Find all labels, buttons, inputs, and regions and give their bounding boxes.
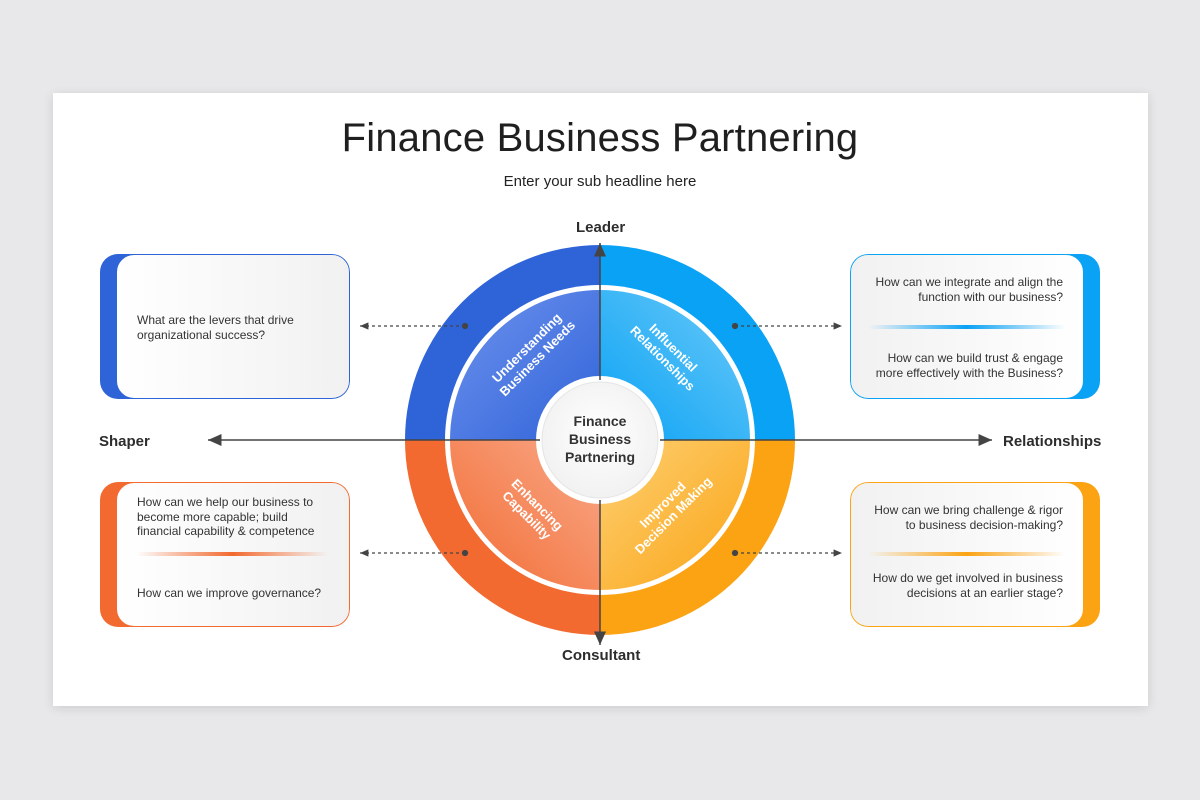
axis-label-relationships: Relationships xyxy=(1003,433,1102,450)
axis-label-shaper: Shaper xyxy=(99,433,150,450)
card-question-1: How can we integrate and align the funct… xyxy=(875,275,1063,304)
card-question: What are the levers that drive organizat… xyxy=(137,313,294,342)
card-bottom-left: How can we help our business to become m… xyxy=(100,482,350,627)
center-label-line3: Partnering xyxy=(564,449,635,465)
card-top-left: What are the levers that drive organizat… xyxy=(100,254,350,399)
card-question-2: How do we get involved in business decis… xyxy=(872,571,1063,600)
card-question-2: How can we build trust & engage more eff… xyxy=(875,351,1063,380)
center-circle xyxy=(541,381,659,499)
card-divider xyxy=(868,325,1065,329)
card-body xyxy=(116,254,350,399)
card-bottom-right: How can we bring challenge & rigor to bu… xyxy=(850,482,1100,627)
card-question-1: How can we help our business to become m… xyxy=(137,495,315,538)
page-subtitle: Enter your sub headline here xyxy=(503,173,697,190)
card-divider xyxy=(137,552,328,556)
center-label-line1: Finance xyxy=(573,413,627,429)
card-top-right: How can we integrate and align the funct… xyxy=(850,254,1100,399)
axis-label-leader: Leader xyxy=(576,219,626,236)
card-question-2: How can we improve governance? xyxy=(137,586,322,600)
card-question-1: How can we bring challenge & rigor to bu… xyxy=(874,503,1063,532)
axis-label-consultant: Consultant xyxy=(562,647,641,664)
center-label-line2: Business xyxy=(568,431,632,447)
card-divider xyxy=(868,552,1065,556)
page-title: Finance Business Partnering xyxy=(341,116,859,160)
center-label: Finance Business Partnering xyxy=(550,412,650,466)
